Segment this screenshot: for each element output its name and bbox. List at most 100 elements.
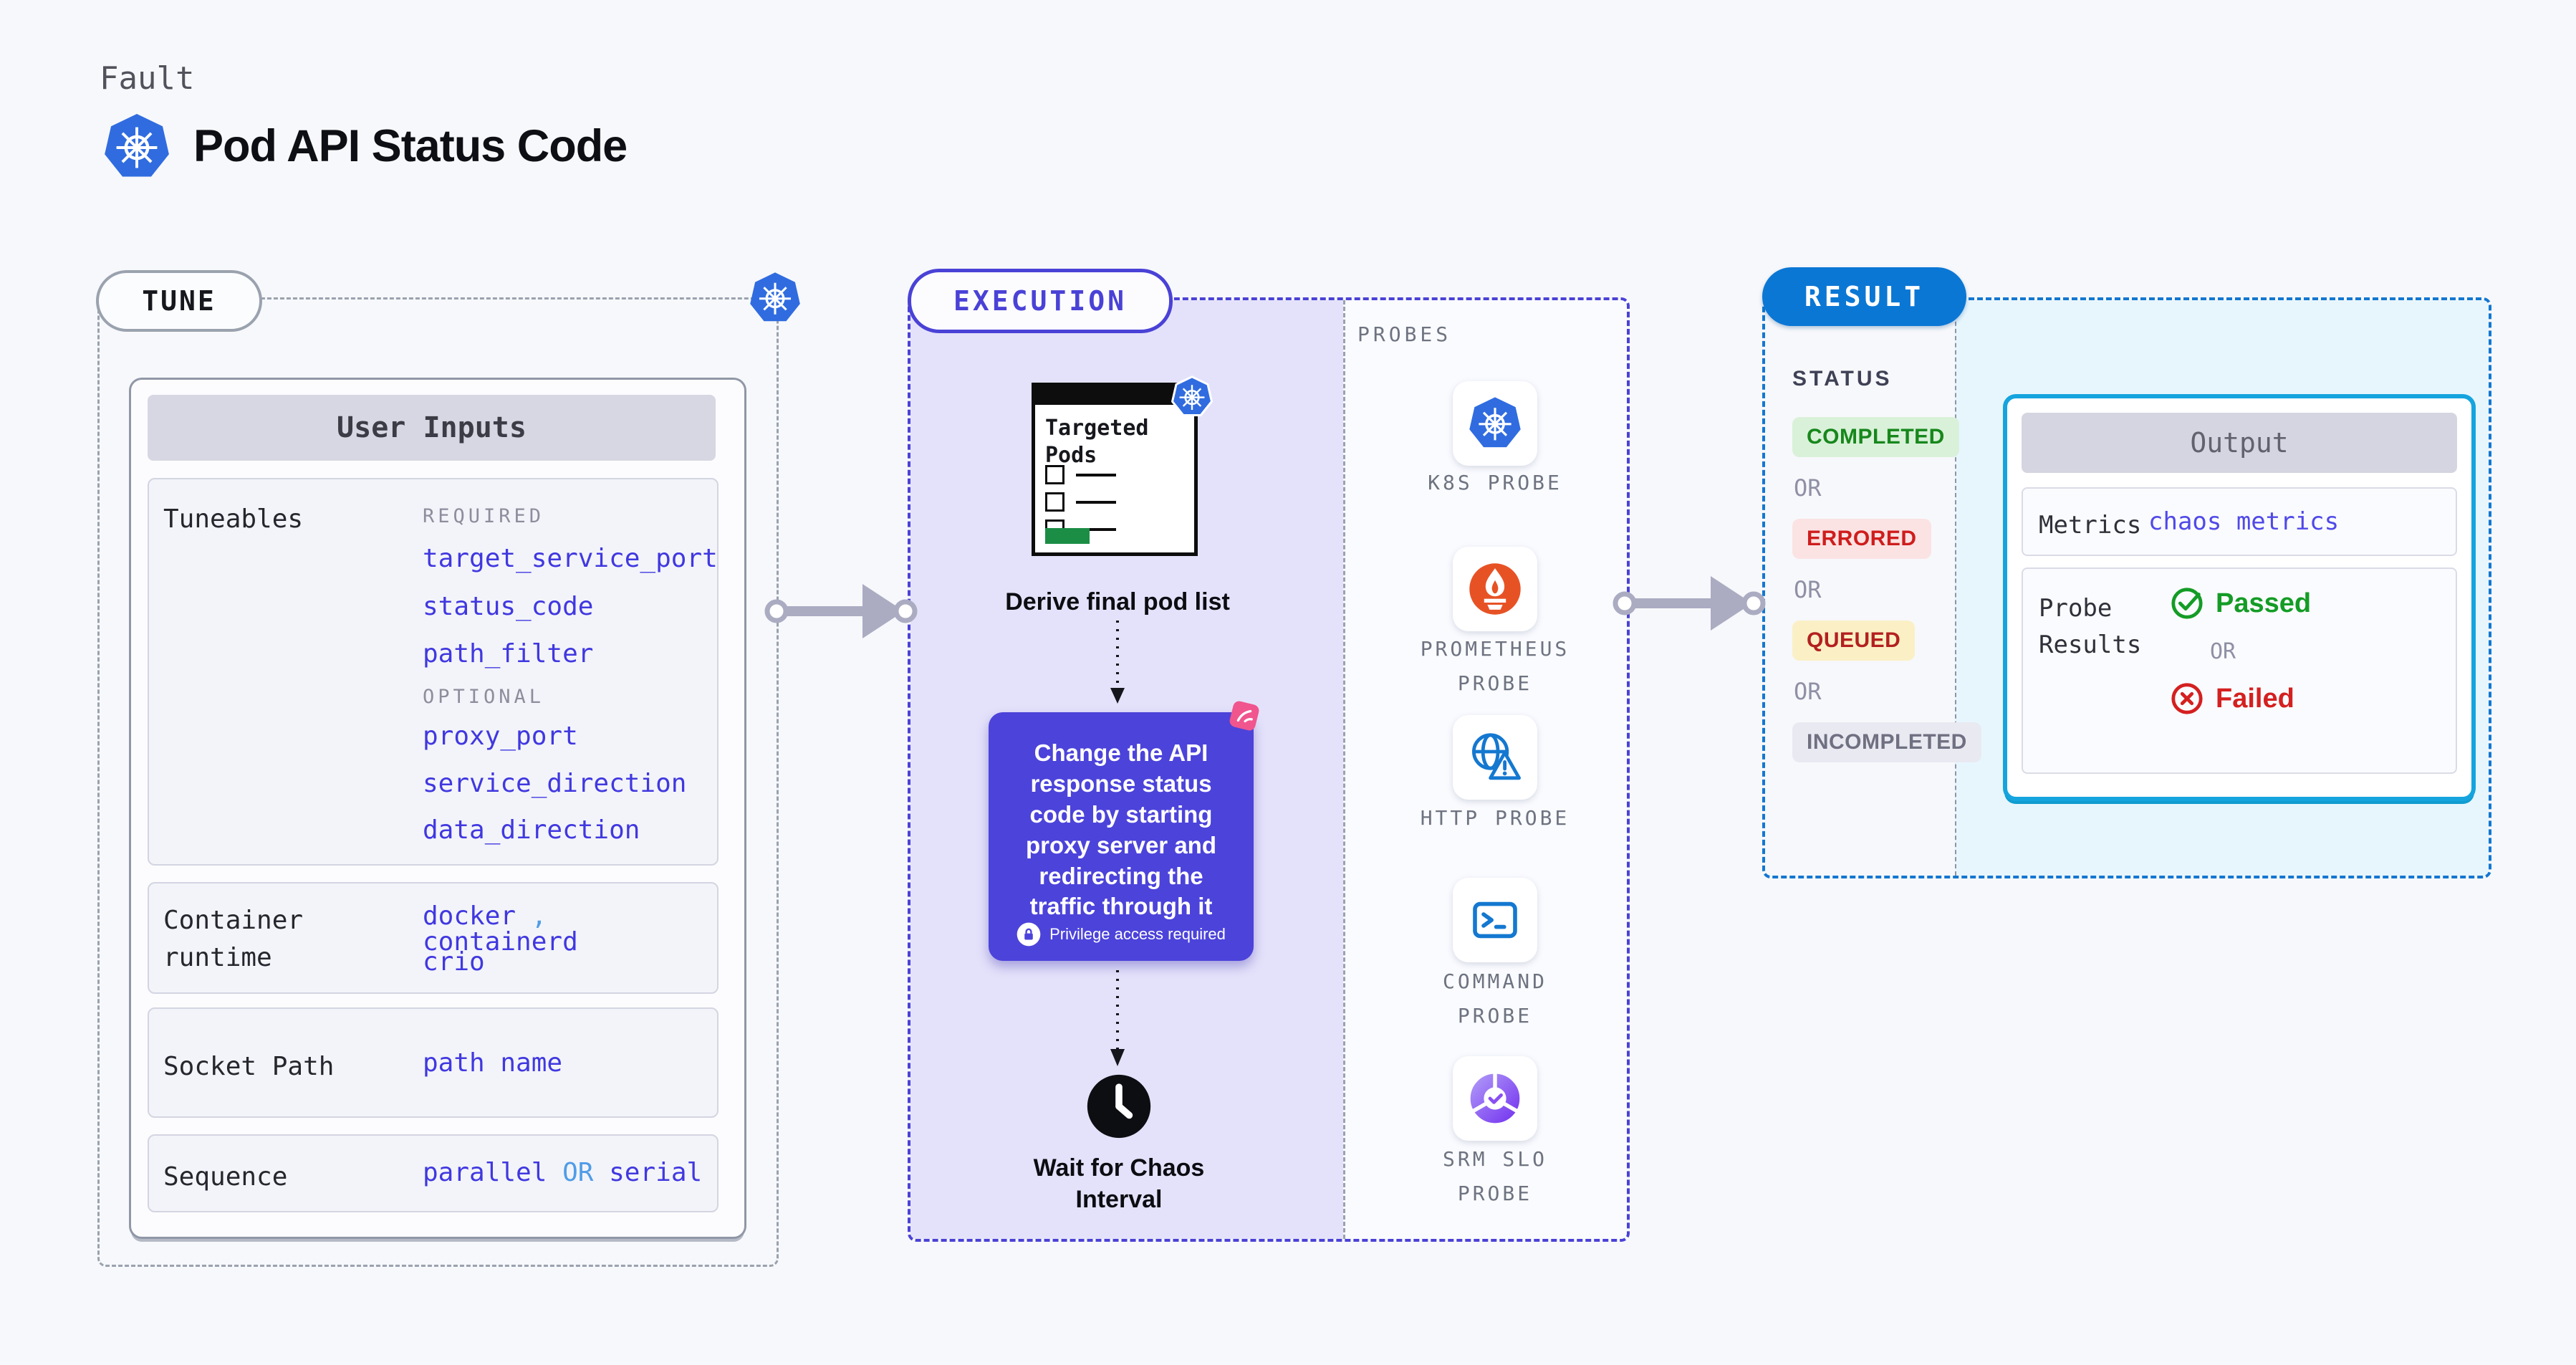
- required-label: REQUIRED: [423, 505, 545, 527]
- status-badge-incompleted: INCOMPLETED: [1792, 722, 1981, 762]
- probe-card-srm-slo: [1453, 1056, 1537, 1141]
- sequence-or-label: OR: [562, 1158, 594, 1187]
- user-inputs-card: User Inputs Tuneables REQUIRED target_se…: [129, 378, 746, 1239]
- execution-badge-label: EXECUTION: [953, 285, 1127, 317]
- tuneable-required-0: target_service_port: [423, 544, 718, 573]
- tuneables-label: Tuneables: [163, 504, 304, 534]
- privilege-note: Privilege access required: [1049, 925, 1226, 943]
- status-badge-queued: QUEUED: [1792, 621, 1916, 661]
- status-title: STATUS: [1792, 367, 1893, 391]
- tuneable-required-2: path_filter: [423, 639, 594, 669]
- status-badge-completed: COMPLETED: [1792, 417, 1959, 457]
- or-label: OR: [1794, 678, 1822, 705]
- container-runtime-field: Container runtime docker , containerd cr…: [148, 882, 719, 994]
- checkbox-icon: [1045, 492, 1064, 512]
- probe-label: K8S PROBE: [1428, 471, 1562, 494]
- sequence-option-b: serial: [609, 1158, 703, 1187]
- metrics-label: Metrics: [2039, 511, 2142, 540]
- probe-card-prometheus: [1453, 547, 1537, 631]
- tune-badge-label: TUNE: [142, 285, 216, 317]
- or-label: OR: [1794, 576, 1822, 603]
- execution-badge: EXECUTION: [908, 269, 1173, 333]
- tune-badge: TUNE: [96, 270, 262, 332]
- tuneable-optional-0: proxy_port: [423, 722, 578, 751]
- user-inputs-header: User Inputs: [148, 395, 716, 461]
- kubernetes-icon: [102, 112, 172, 182]
- kubernetes-icon: [748, 271, 802, 325]
- probe-card-k8s: [1453, 381, 1537, 466]
- pod-list-item: [1045, 492, 1116, 512]
- checkbox-icon: [1045, 465, 1064, 484]
- terminal-icon: [1466, 891, 1524, 949]
- dotted-arrow-down-icon: [1110, 970, 1125, 1066]
- slo-donut-icon: [1467, 1071, 1523, 1126]
- lock-icon: [1017, 922, 1041, 947]
- probe-card-command: [1453, 878, 1537, 962]
- flow-arrow-execution-to-result: [1606, 562, 1771, 645]
- chaos-spark-icon: [1225, 696, 1264, 735]
- failed-label: Failed: [2216, 683, 2294, 714]
- chaos-action-box: Change the API response status code by s…: [989, 712, 1254, 961]
- socket-path-field: Socket Path path name: [148, 1007, 719, 1118]
- sequence-option-a: parallel: [423, 1158, 547, 1187]
- prometheus-icon: [1468, 562, 1522, 616]
- probe-card-http: [1453, 715, 1537, 800]
- probe-label: PROMETHEUS PROBE: [1420, 637, 1570, 695]
- runtime-value-docker: docker: [423, 901, 516, 931]
- tuneable-optional-2: data_direction: [423, 815, 640, 845]
- result-badge: RESULT: [1762, 267, 1966, 326]
- output-card: Output Metrics chaos metrics Probe Resul…: [2003, 394, 2476, 801]
- flow-arrow-tune-to-execution: [758, 570, 923, 653]
- check-circle-icon: [2170, 586, 2204, 621]
- output-header: Output: [2022, 413, 2457, 473]
- sequence-label: Sequence: [163, 1162, 288, 1192]
- http-globe-icon: [1466, 729, 1524, 786]
- chaos-action-text: Change the API response status code by s…: [1026, 739, 1216, 920]
- tuneable-required-1: status_code: [423, 592, 594, 621]
- metrics-value: chaos metrics: [2148, 507, 2340, 536]
- targeted-pods-window: Targeted Pods: [1032, 383, 1198, 556]
- probe-label: SRM SLO PROBE: [1442, 1147, 1547, 1205]
- status-badge-errored: ERRORED: [1792, 519, 1931, 559]
- runtime-value-containerd: containerd: [423, 927, 578, 957]
- or-label: OR: [1794, 474, 1822, 502]
- progress-bar: [1045, 528, 1090, 544]
- list-line: [1076, 500, 1116, 504]
- probe-label: COMMAND PROBE: [1442, 969, 1547, 1028]
- x-circle-icon: [2170, 681, 2204, 716]
- runtime-value-crio: crio: [423, 947, 485, 977]
- kubernetes-icon: [1467, 396, 1523, 451]
- wait-chaos-interval-label: Wait for Chaos Interval: [1033, 1154, 1205, 1214]
- fault-kicker: Fault: [100, 60, 195, 97]
- status-column: STATUS COMPLETED OR ERRORED OR QUEUED OR…: [1792, 367, 1981, 780]
- socket-path-label: Socket Path: [163, 1052, 335, 1081]
- probes-panel-label: PROBES: [1357, 322, 1452, 346]
- derive-pod-list-label: Derive final pod list: [1005, 588, 1230, 616]
- metrics-row: Metrics chaos metrics: [2022, 487, 2457, 556]
- kubernetes-icon: [1171, 375, 1213, 418]
- sequence-field: Sequence parallel OR serial: [148, 1134, 719, 1212]
- passed-label: Passed: [2216, 588, 2312, 618]
- optional-label: OPTIONAL: [423, 686, 545, 708]
- list-line: [1076, 473, 1116, 476]
- or-label: OR: [2210, 639, 2236, 664]
- probe-label: HTTP PROBE: [1420, 806, 1570, 830]
- dotted-arrow-down-icon: [1110, 621, 1125, 704]
- tuneable-optional-1: service_direction: [423, 769, 687, 798]
- probe-results-label: Probe Results: [2039, 594, 2142, 659]
- probe-results-row: Probe Results Passed OR Failed: [2022, 567, 2457, 774]
- probes-separator: [1343, 300, 1345, 1239]
- page-title: Pod API Status Code: [193, 121, 628, 171]
- container-runtime-label: Container runtime: [163, 906, 304, 973]
- clock-icon: [1085, 1072, 1153, 1141]
- list-line: [1076, 527, 1116, 531]
- targeted-pods-title: Targeted Pods: [1045, 416, 1149, 468]
- runtime-separator: ,: [531, 901, 547, 931]
- socket-path-value: path name: [423, 1048, 563, 1078]
- window-titlebar: [1035, 386, 1194, 405]
- tuneables-field: Tuneables REQUIRED target_service_port s…: [148, 478, 719, 866]
- result-badge-label: RESULT: [1804, 281, 1925, 312]
- pod-list-item: [1045, 465, 1116, 484]
- result-separator: [1955, 300, 1956, 876]
